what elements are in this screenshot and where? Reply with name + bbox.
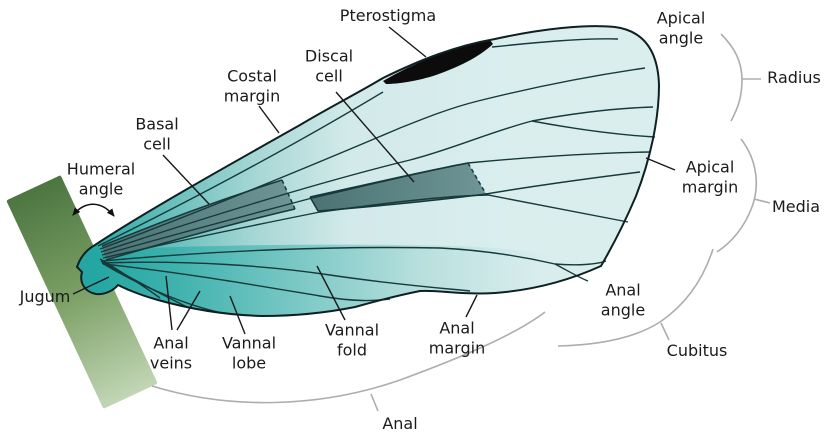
anal-bracket [151,311,546,404]
label-pterostigma: Pterostigma [339,5,437,25]
label-media: Media [771,196,821,216]
anal-veins-pointer-1 [165,275,173,331]
jugum-pointer [72,276,110,295]
label-anal-margin: Anal margin [428,318,486,358]
label-vannal-fold: Vannal fold [324,320,380,360]
label-humeral-angle: Humeral angle [66,159,136,199]
label-discal-cell: Discal cell [304,46,354,86]
media-bracket [716,138,758,253]
label-anal: Anal [382,413,418,433]
wing-veins [97,38,656,314]
anal-veins-pointer-2 [176,290,201,331]
body-segment [6,175,158,409]
label-basal-cell: Basal cell [135,114,179,154]
vannal-region [77,244,601,316]
anal-margin-pointer [465,294,478,318]
label-apical-margin: Apical margin [681,157,739,197]
pterostigma-pointer [388,26,427,58]
label-cubitus: Cubitus [666,340,728,360]
label-radius: Radius [767,67,821,87]
label-vannal-lobe: Vannal lobe [221,333,277,373]
pterostigma-spot [383,40,493,84]
cubitus-bracket [557,248,714,347]
region-brackets [151,33,771,412]
label-costal-margin: Costal margin [223,66,281,106]
humeral-angle-arrow [72,203,115,217]
label-jugum: Jugum [19,286,71,306]
apical-margin-pointer [645,157,676,171]
label-anal-angle: Anal angle [600,280,646,320]
vannal-lobe-pointer [229,295,246,335]
cubitus-bracket-tick [660,322,670,341]
basal-cell-pointer [162,154,210,205]
radius-bracket [720,33,743,122]
label-anal-veins: Anal veins [149,333,193,373]
wing-outline [75,25,661,318]
costal-margin-pointer [258,105,280,134]
pointer-lines [72,26,676,335]
label-apical-angle: Apical angle [656,8,706,48]
discal-cell-pointer [335,91,415,183]
media-bracket-tick [753,198,771,204]
anal-bracket-tick [370,393,379,412]
vannal-fold-pointer [316,265,346,321]
